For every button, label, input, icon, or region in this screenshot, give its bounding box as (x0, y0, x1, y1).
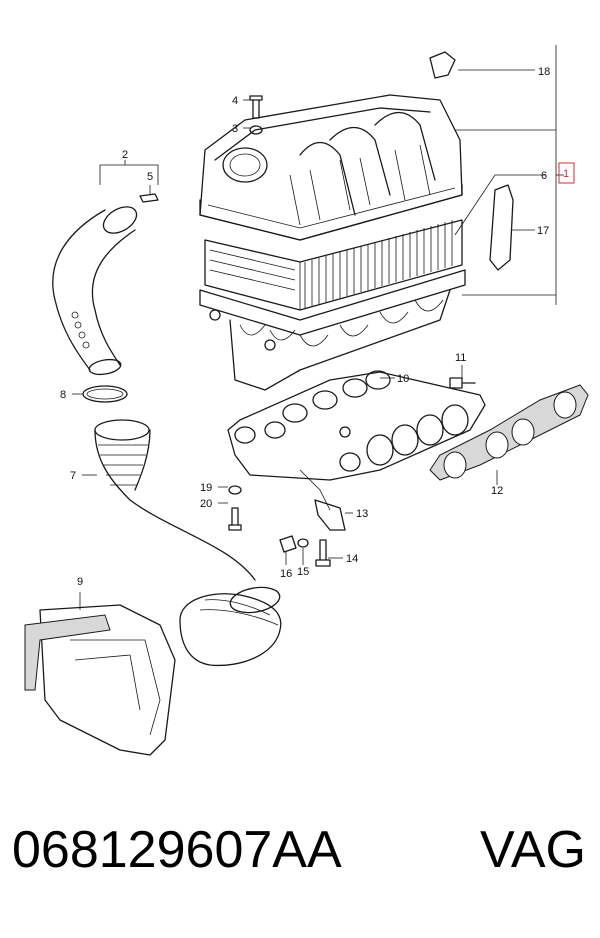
intake-manifold (227, 370, 486, 511)
callout-6: 6 (541, 170, 547, 182)
air-filter-upper-housing (199, 94, 463, 241)
brand-label: VAG (480, 821, 586, 879)
callout-labels: 1 2 3 4 5 6 7 8 9 10 11 12 13 14 15 16 1… (60, 66, 569, 588)
callout-13: 13 (356, 508, 368, 520)
part-number: 068129607AA (12, 821, 342, 879)
retaining-clip (429, 51, 514, 271)
small-parts (139, 95, 476, 567)
air-filter-element (204, 219, 463, 311)
hose-clamp (82, 385, 128, 403)
callout-19: 19 (200, 482, 212, 494)
callout-5: 5 (147, 171, 153, 183)
callout-20: 20 (200, 498, 212, 510)
intake-hose (52, 206, 138, 376)
callout-15: 15 (297, 566, 309, 578)
lower-housing (199, 269, 466, 391)
callout-1: 1 (563, 168, 569, 180)
rubber-seal (24, 604, 176, 756)
callout-11: 11 (455, 352, 466, 364)
callout-2: 2 (122, 149, 128, 161)
callout-4: 4 (232, 95, 238, 107)
callout-9: 9 (77, 576, 83, 588)
callout-12: 12 (491, 485, 503, 497)
manifold-gasket (429, 384, 589, 481)
footer: 068129607AA VAG (0, 820, 600, 910)
callout-10: 10 (397, 373, 409, 385)
corrugated-duct (94, 419, 282, 667)
callout-7: 7 (70, 470, 76, 482)
callout-14: 14 (346, 553, 358, 565)
exploded-parts-diagram: 1 2 3 4 5 6 7 8 9 10 11 12 13 14 15 16 1… (24, 45, 589, 756)
highlight-box (558, 162, 575, 184)
callout-8: 8 (60, 389, 66, 401)
leader-lines (72, 45, 564, 610)
callout-16: 16 (280, 568, 292, 580)
callout-18: 18 (538, 66, 550, 78)
callout-3: 3 (232, 123, 238, 135)
callout-17: 17 (537, 225, 549, 237)
